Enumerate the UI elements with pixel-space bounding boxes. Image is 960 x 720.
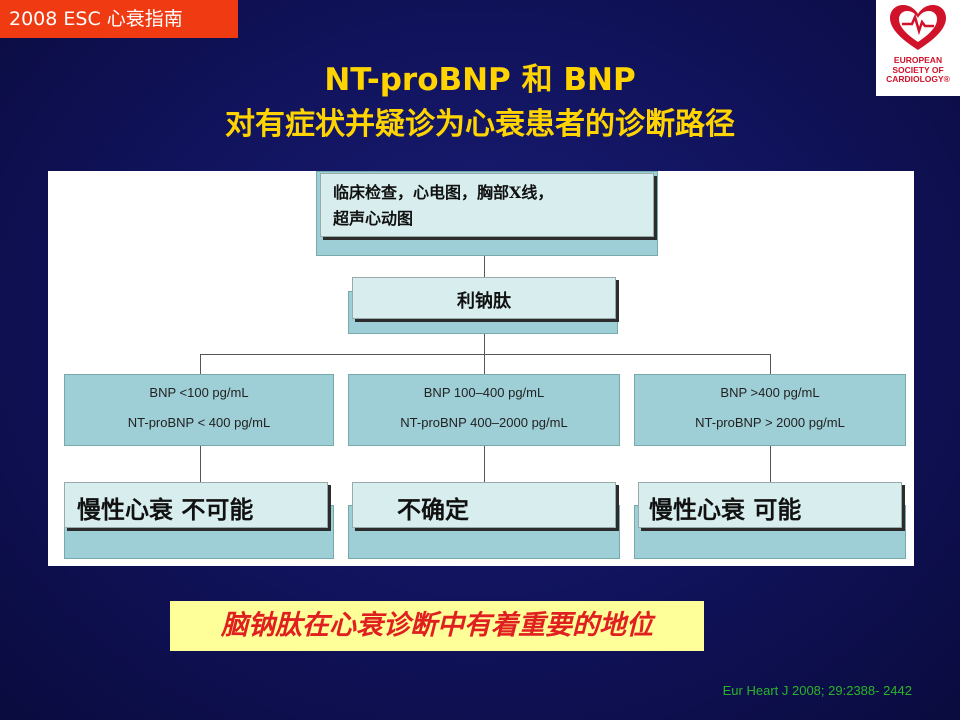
connector-horizontal — [200, 354, 770, 355]
reference-citation: Eur Heart J 2008; 29:2388- 2442 — [722, 683, 912, 698]
outcome-box-uncertain: 不确定 — [352, 482, 616, 528]
clinical-exam-box: 临床检查，心电图，胸部X线， 超声心动图 — [320, 173, 654, 237]
range-box-high: BNP >400 pg/mL NT-proBNP > 2000 pg/mL — [634, 374, 906, 446]
range-low-ntprobnp: NT-proBNP < 400 pg/mL — [127, 415, 271, 430]
guideline-tag: 2008 ESC 心衰指南 — [0, 0, 238, 38]
title-line-1: NT-proBNP 和 BNP — [324, 62, 636, 98]
peptide-box: 利钠肽 — [352, 277, 616, 319]
connector-center-down — [484, 446, 485, 482]
outcome-box-likely: 慢性心衰 可能 — [638, 482, 902, 528]
title-line-2: 对有症状并疑诊为心衰患者的诊断路径 — [225, 107, 735, 142]
range-low-bnp: BNP <100 pg/mL — [149, 385, 249, 400]
connector-left-down — [200, 446, 201, 482]
connector-right-down — [770, 446, 771, 482]
range-high-bnp: BNP >400 pg/mL — [720, 385, 820, 400]
outcome-unlikely-text: 慢性心衰 不可能 — [77, 495, 254, 524]
outcome-uncertain-text: 不确定 — [397, 495, 469, 524]
range-box-low: BNP <100 pg/mL NT-proBNP < 400 pg/mL — [64, 374, 334, 446]
range-box-mid: BNP 100–400 pg/mL NT-proBNP 400–2000 pg/… — [348, 374, 620, 446]
esc-logo: EUROPEAN SOCIETY OF CARDIOLOGY® — [876, 0, 960, 96]
connector-top — [484, 255, 485, 295]
logo-text: EUROPEAN SOCIETY OF CARDIOLOGY® — [886, 55, 950, 84]
outcome-likely-text: 慢性心衰 可能 — [649, 495, 802, 524]
flowchart-panel: 临床检查，心电图，胸部X线， 超声心动图 利钠肽 BNP <100 pg/mL … — [48, 171, 914, 566]
outcome-box-unlikely: 慢性心衰 不可能 — [64, 482, 328, 528]
connector-center — [484, 354, 485, 374]
key-message: 脑钠肽在心衰诊断中有着重要的地位 — [170, 601, 704, 651]
heart-logo-icon — [890, 5, 946, 50]
clinical-exam-text: 临床检查，心电图，胸部X线， 超声心动图 — [333, 183, 554, 228]
range-mid-bnp: BNP 100–400 pg/mL — [423, 385, 545, 400]
range-high-ntprobnp: NT-proBNP > 2000 pg/mL — [695, 415, 845, 430]
connector-mid — [484, 334, 485, 354]
range-mid-ntprobnp: NT-proBNP 400–2000 pg/mL — [400, 415, 568, 430]
connector-left — [200, 354, 201, 374]
peptide-text: 利钠肽 — [457, 291, 511, 312]
connector-right — [770, 354, 771, 374]
